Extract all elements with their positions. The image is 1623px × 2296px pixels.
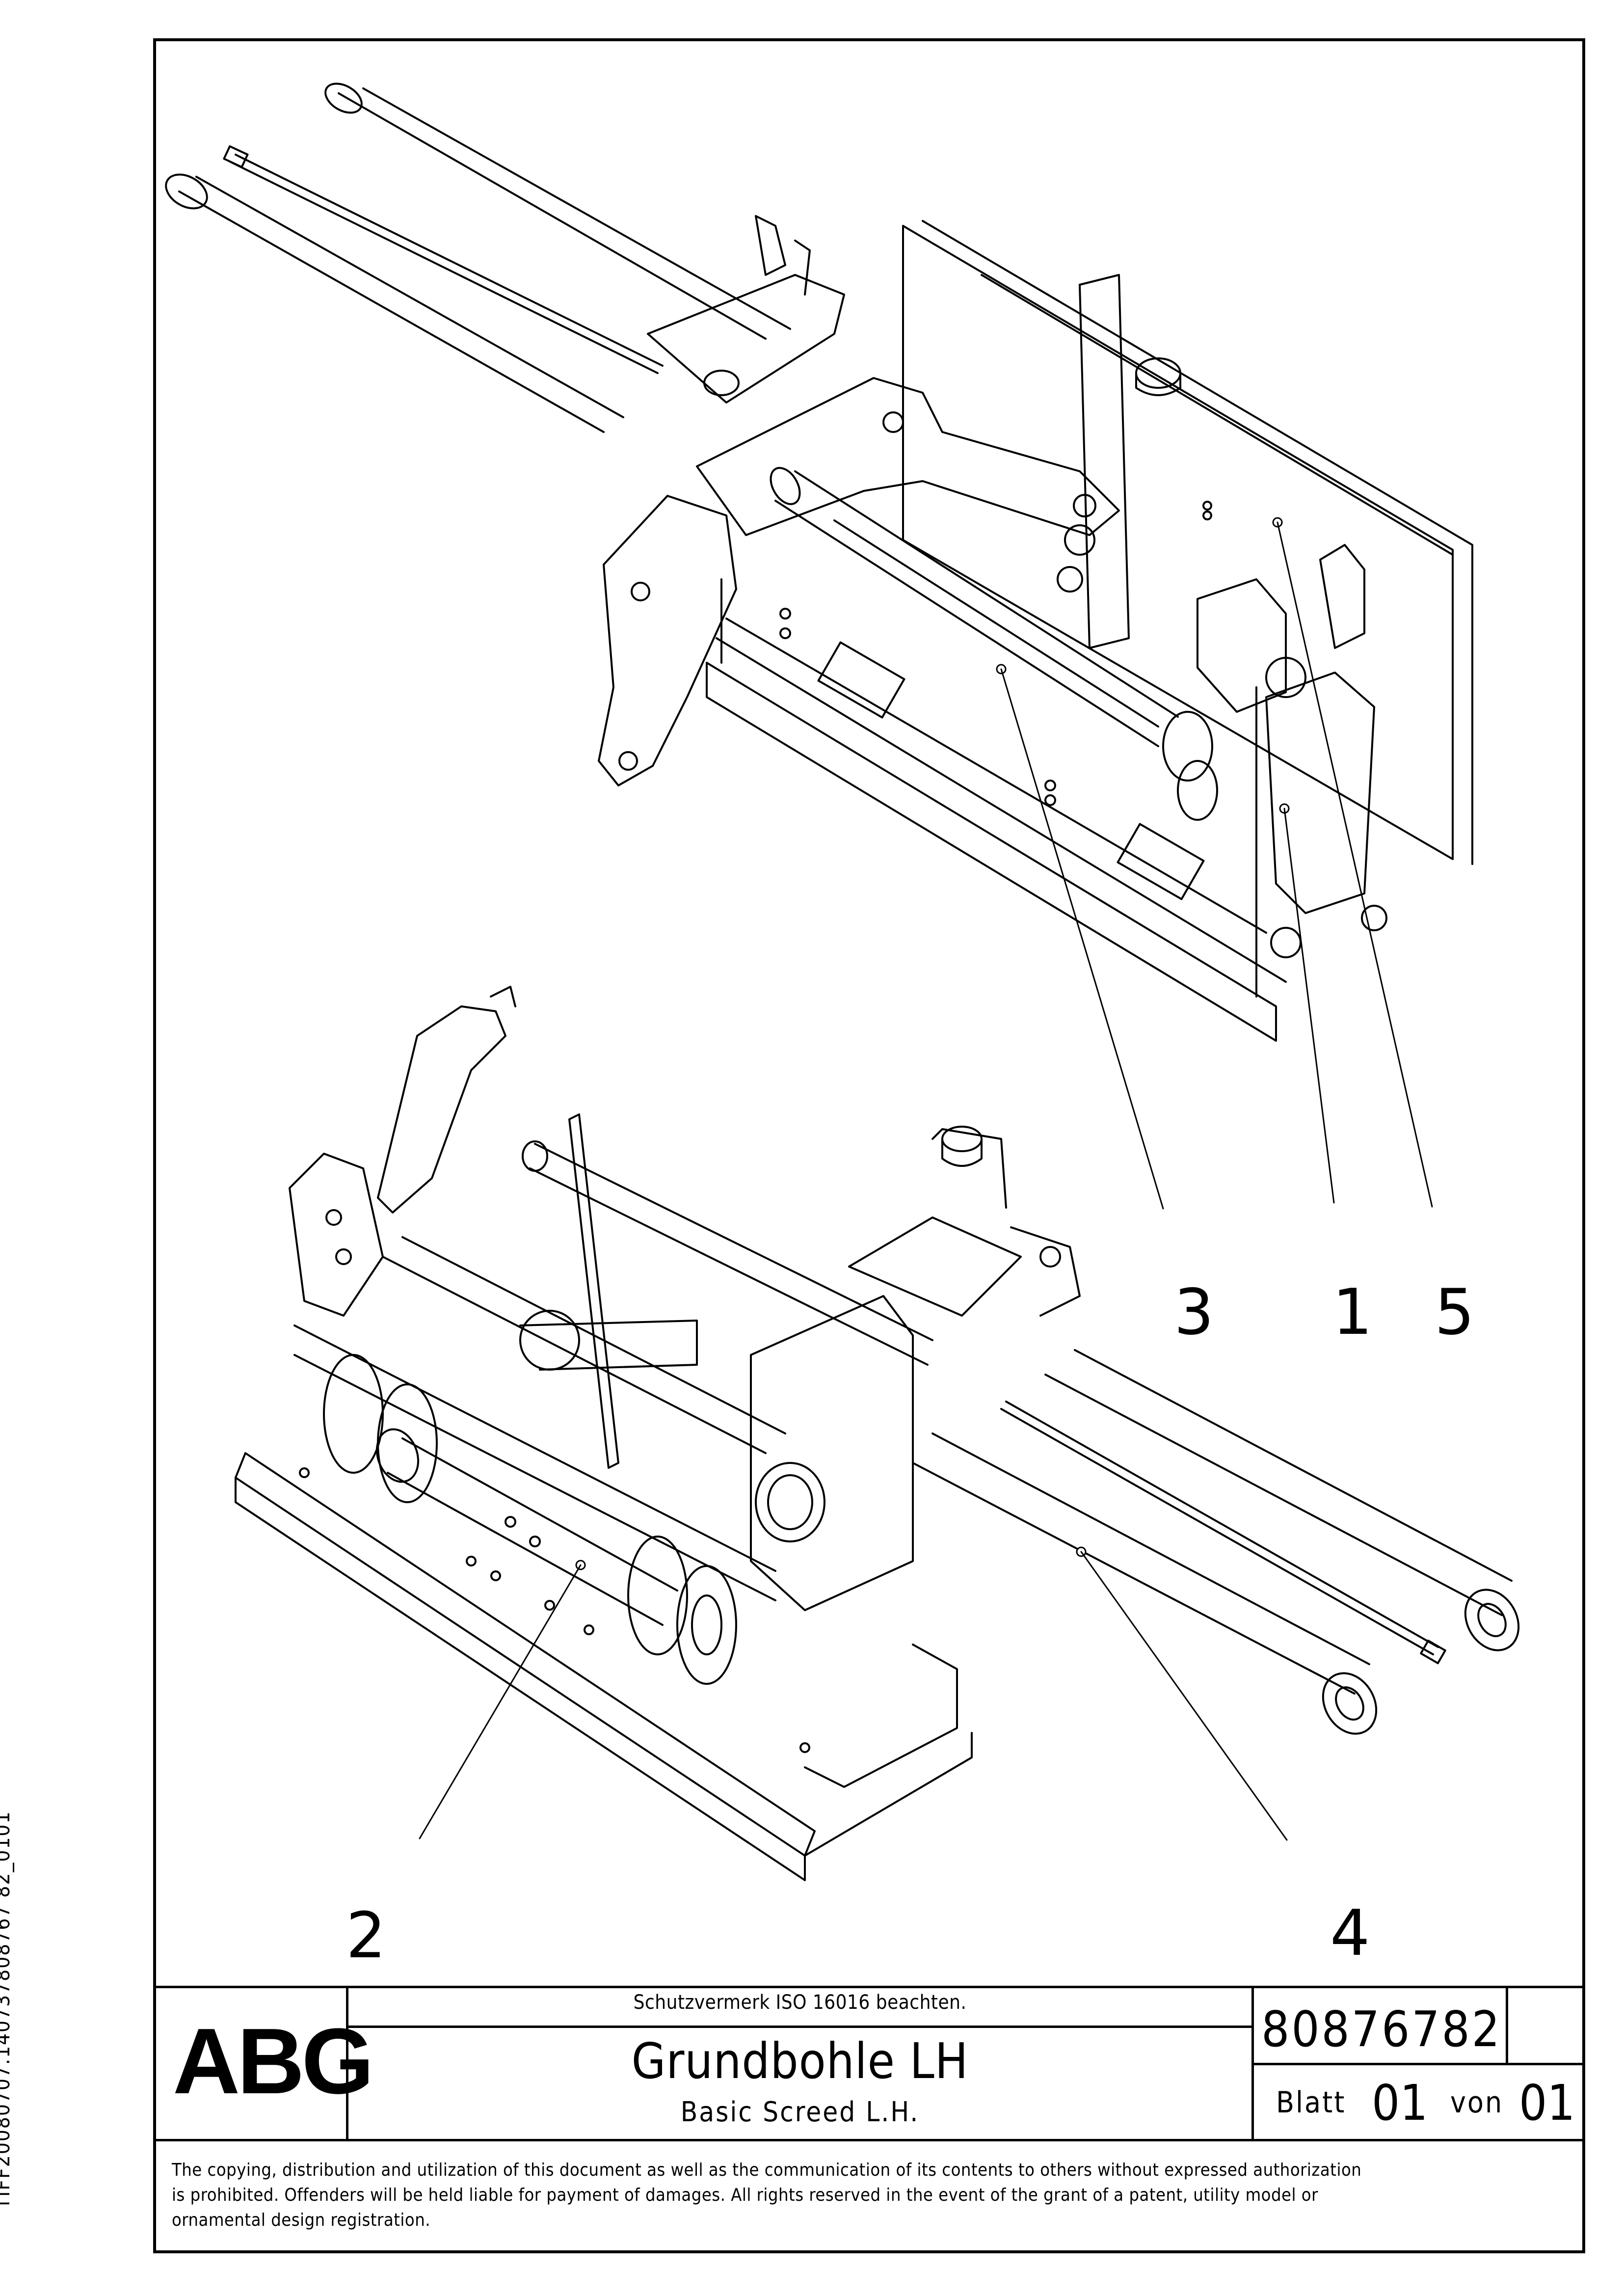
title-block-divider bbox=[1251, 2063, 1585, 2065]
callout-3: 3 bbox=[1174, 1276, 1214, 1349]
of-label: von bbox=[1450, 2085, 1504, 2120]
callout-5: 5 bbox=[1435, 1276, 1475, 1349]
total-sheets: 01 bbox=[1519, 2074, 1575, 2132]
upper-assembly bbox=[165, 82, 1473, 1042]
title-block-divider bbox=[1506, 1986, 1508, 2065]
protection-note: Schutzvermerk ISO 16016 beachten. bbox=[633, 1991, 967, 2014]
drawing-title: Grundbohle LH bbox=[631, 2032, 969, 2090]
drawing-number: 80876782 bbox=[1261, 2000, 1502, 2058]
title-block-divider bbox=[346, 2026, 1254, 2028]
title-block-divider bbox=[1251, 1986, 1254, 2139]
callout-2: 2 bbox=[346, 1899, 386, 1972]
abg-logo: ABG bbox=[173, 2009, 374, 2113]
callout-1: 1 bbox=[1332, 1276, 1373, 1349]
sheet-number: 01 bbox=[1372, 2074, 1428, 2132]
copyright-line: ornamental design registration. bbox=[172, 2210, 431, 2230]
copyright-line: The copying, distribution and utilizatio… bbox=[172, 2160, 1362, 2180]
drawing-frame bbox=[153, 38, 1585, 2253]
drawing-subtitle: Basic Screed L.H. bbox=[680, 2096, 920, 2128]
copyright-line: is prohibited. Offenders will be held li… bbox=[172, 2185, 1318, 2205]
leader-lines bbox=[419, 517, 1433, 1841]
callout-4: 4 bbox=[1330, 1897, 1370, 1970]
title-block-divider bbox=[346, 1986, 348, 2139]
sheet-label: Blatt bbox=[1276, 2085, 1346, 2120]
title-block-top-border bbox=[153, 1986, 1585, 1988]
copyright-notice: The copying, distribution and utilizatio… bbox=[172, 2158, 1575, 2233]
lower-assembly bbox=[235, 986, 1520, 1881]
title-block-bottom-border bbox=[153, 2139, 1585, 2141]
